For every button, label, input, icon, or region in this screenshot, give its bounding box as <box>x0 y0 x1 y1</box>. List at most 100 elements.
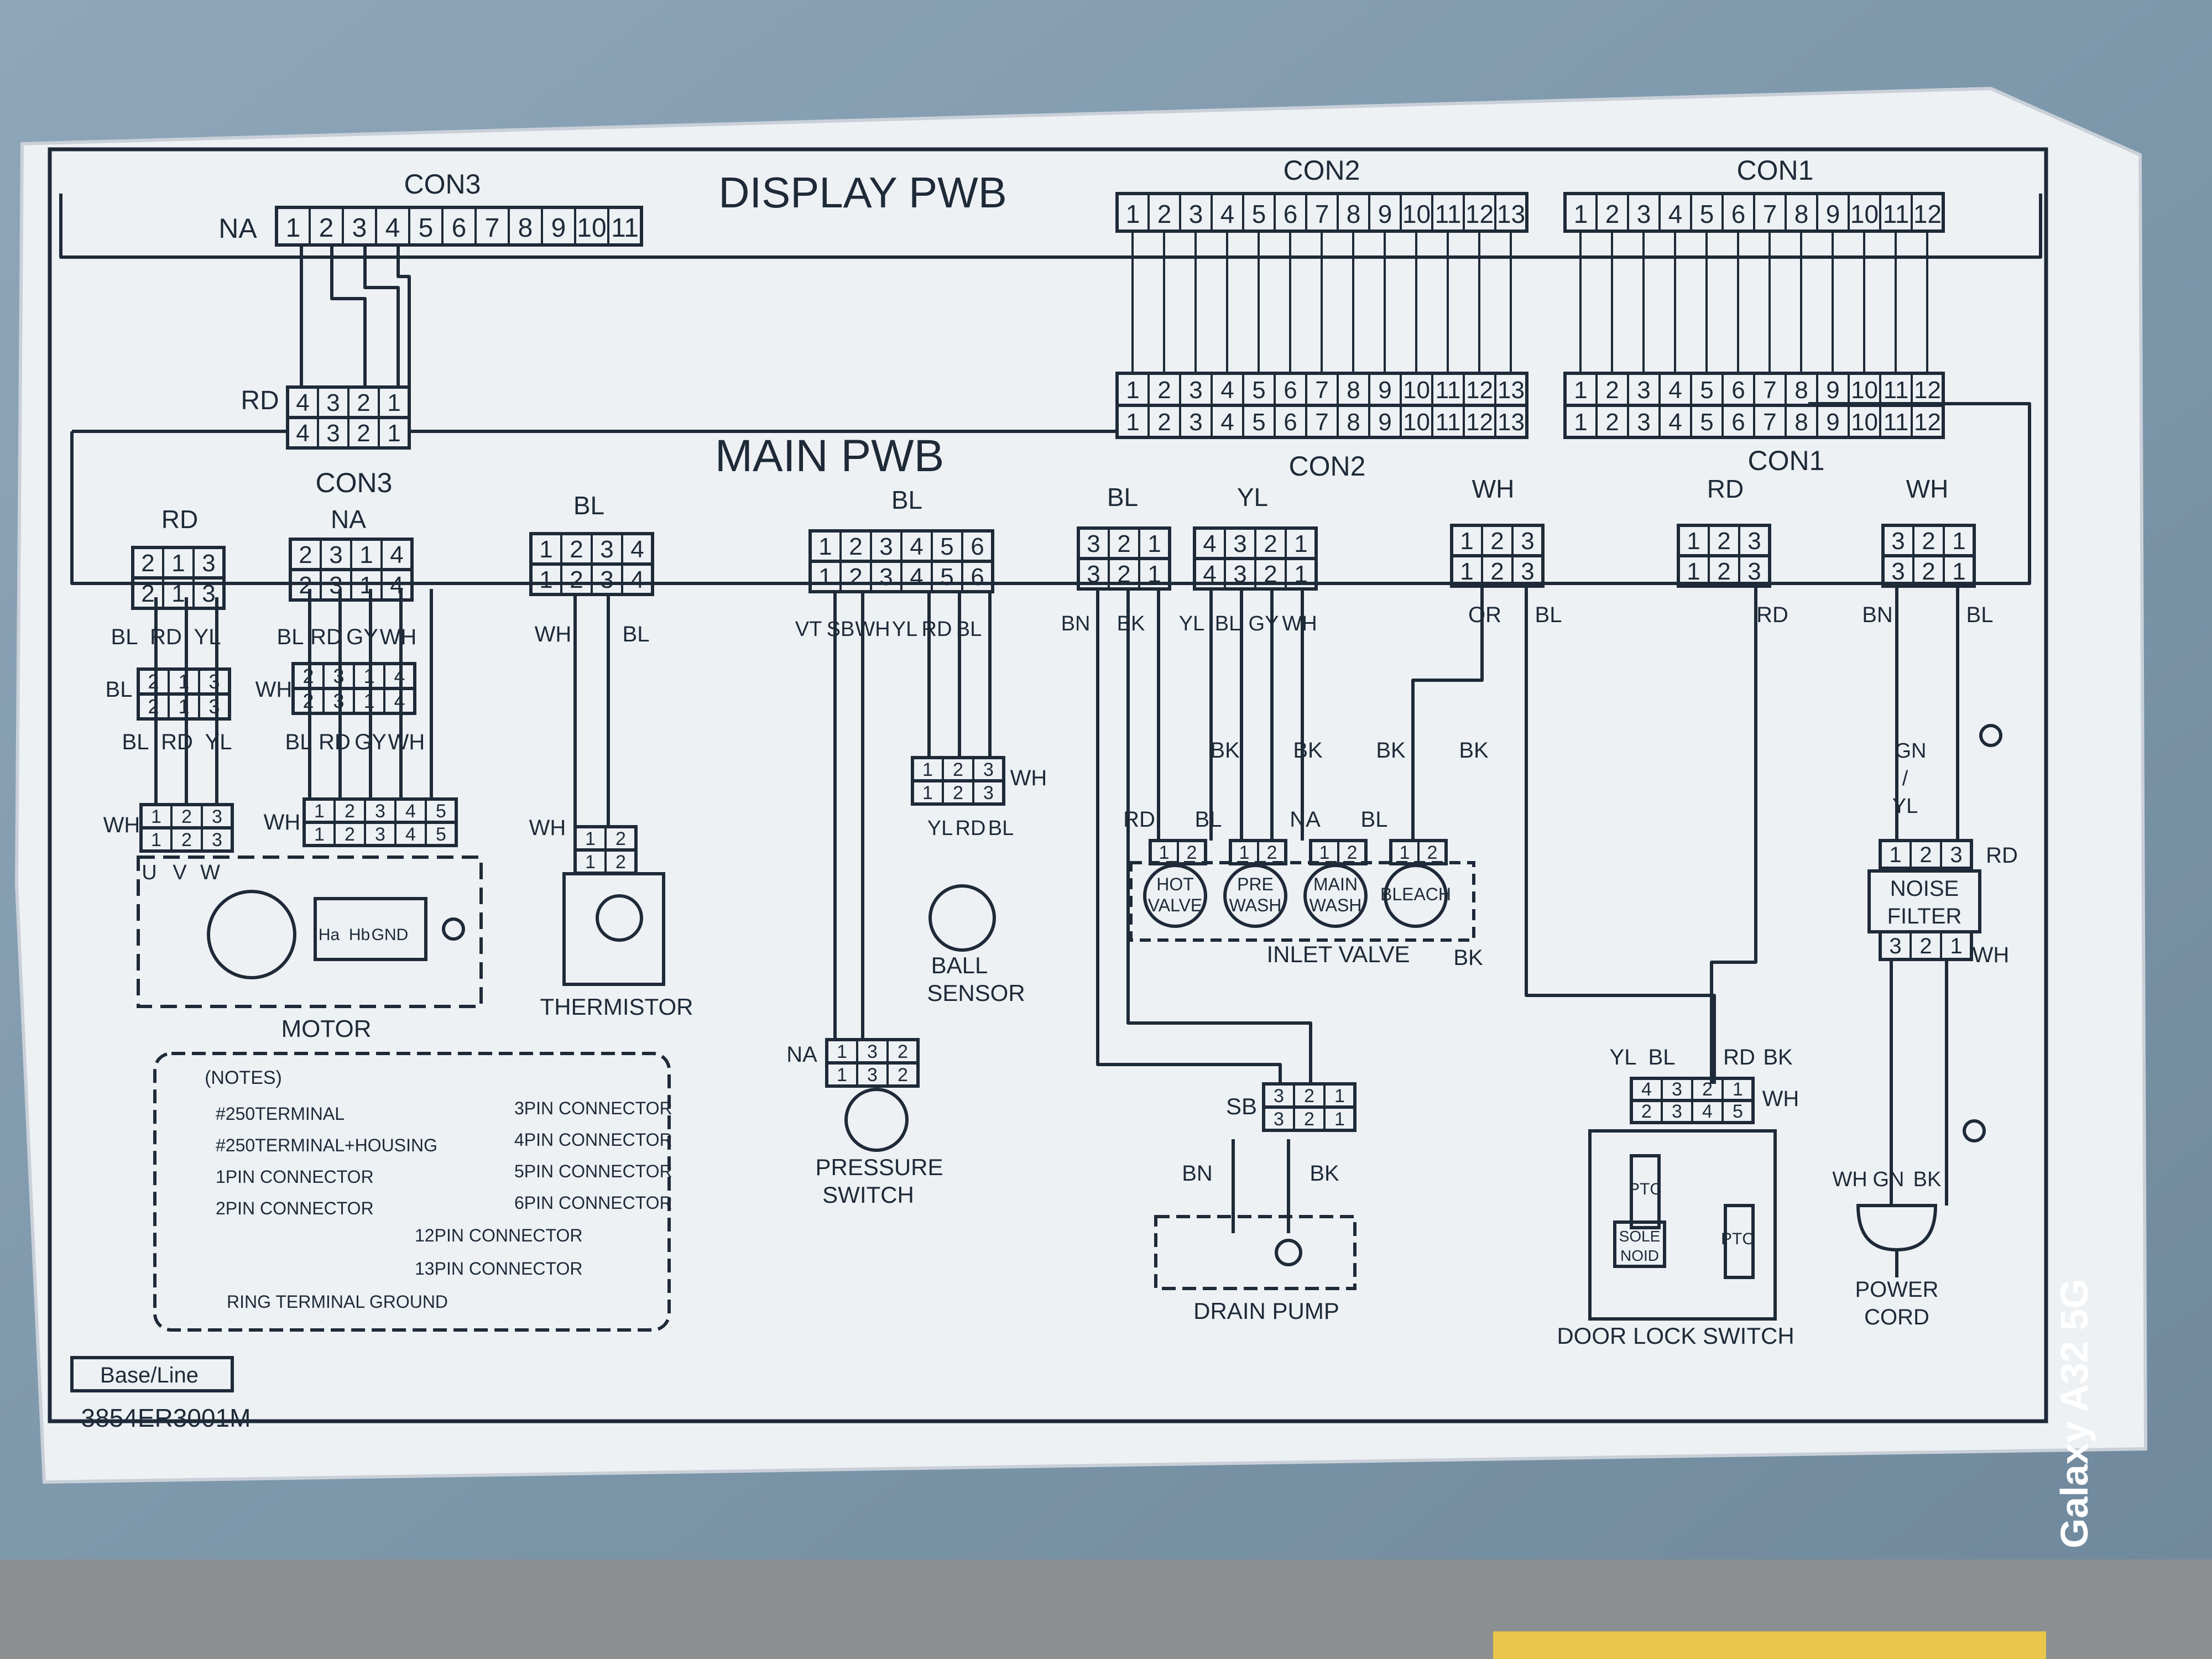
pressure-switch-conn-top-pin-3: 3 <box>867 1041 878 1062</box>
power-conn-color: WH <box>1906 474 1949 503</box>
wh-conn-bottom-pin-1: 1 <box>1460 558 1473 585</box>
main-con1-label: CON1 <box>1748 445 1825 476</box>
display-con3-pin-2: 2 <box>319 213 334 243</box>
wh-conn-wire <box>1525 586 1716 1084</box>
display-con2-label: CON2 <box>1284 155 1360 186</box>
main-con2-bottom-pin-5: 5 <box>1252 409 1265 436</box>
pressure-wire-VT: VT <box>795 618 822 641</box>
main-con2-top-pin-5: 5 <box>1252 377 1265 404</box>
display-con2-pin-2: 2 <box>1157 200 1172 228</box>
motor-label: MOTOR <box>281 1015 372 1042</box>
thermistor-wire-wh: WH <box>535 622 572 646</box>
main-con2-bottom-pin-9: 9 <box>1378 409 1391 436</box>
door-wh-tag: WH <box>1762 1087 1799 1111</box>
rd-conn-top-pin-2: 2 <box>1717 528 1730 555</box>
thermistor-conn2-top-pin-1: 1 <box>585 828 596 849</box>
main-con1-bottom-pin-3: 3 <box>1637 409 1650 436</box>
main-con2-top-pin-4: 4 <box>1220 377 1234 404</box>
thermistor-wh-tag: WH <box>529 816 566 840</box>
main-con1-bottom-pin-4: 4 <box>1668 409 1682 436</box>
display-con2-pin-7: 7 <box>1315 200 1329 228</box>
pressure-conn-top-pin-6: 6 <box>971 533 984 560</box>
ball-wire-BL: BL <box>988 817 1014 840</box>
motor-right-5-bottom-pin-2: 2 <box>345 824 355 845</box>
door-ptc-box <box>1630 1154 1661 1229</box>
main-con1-bottom-pin-5: 5 <box>1700 409 1713 436</box>
motor-left-5-bottom-frame <box>139 826 234 853</box>
main-con1-top-pin-10: 10 <box>1851 377 1878 404</box>
main-con1-bottom-pin-1: 1 <box>1574 409 1587 436</box>
main-con1-top-pin-2: 2 <box>1605 377 1619 404</box>
valve-0-pins-pin-1: 1 <box>1159 842 1170 863</box>
motor-right-5-bottom-pin-4: 4 <box>405 824 416 845</box>
ball-sensor-symbol <box>928 884 996 952</box>
motor-left-wire2-RD: RD <box>161 730 193 754</box>
rd-conn-top-pin-1: 1 <box>1687 528 1700 555</box>
noise-conn-top-pin-3: 3 <box>1950 843 1962 867</box>
drain-wire-bn: BN <box>1182 1161 1213 1186</box>
warning-sticker <box>1493 1631 2046 1659</box>
pressure-conn-top-pin-2: 2 <box>849 533 862 560</box>
main-con2-top-pin-1: 1 <box>1126 377 1139 404</box>
valve-conn-a-color: BL <box>1107 483 1138 512</box>
rd-conn-color: RD <box>1707 474 1744 503</box>
noise-conn-top-pin-1: 1 <box>1889 843 1901 867</box>
pressure-switch-conn-bottom-frame <box>825 1061 920 1088</box>
door-lock-label: DOOR LOCK SWITCH <box>1557 1323 1794 1349</box>
display-con2-pin-12: 12 <box>1465 200 1494 228</box>
valve-1-coil <box>1223 864 1287 928</box>
pressure-switch-conn-top-pin-2: 2 <box>898 1041 908 1062</box>
valve-2-name-1: WASH <box>1310 895 1362 915</box>
valve-2-pins-pin-1: 1 <box>1319 842 1330 863</box>
noise-rd-tag: RD <box>1986 843 2018 868</box>
display-con2-pin-11: 11 <box>1435 200 1462 228</box>
motor-na-conn-top-pin-4: 4 <box>390 541 403 568</box>
main-con1-bottom-pin-6: 6 <box>1731 409 1745 436</box>
motor-left-5-top-pin-3: 3 <box>212 806 222 827</box>
motor-right-5-bottom-pin-5: 5 <box>436 824 446 845</box>
pressure-conn-bottom-pin-2: 2 <box>849 564 862 591</box>
solenoid-box <box>1613 1220 1666 1268</box>
notes-wide-0: 12PIN CONNECTOR <box>415 1225 582 1245</box>
valve-wire-WH: WH <box>1282 612 1317 635</box>
motor-hall-Ha: Ha <box>319 926 340 944</box>
power-conn-top-pin-3: 3 <box>1891 528 1905 555</box>
cord-label-2: CORD <box>1864 1305 1929 1329</box>
valve-3-name-0: BLEACH <box>1380 884 1451 904</box>
noise-conn-bottom-pin-1: 1 <box>1950 934 1962 958</box>
display-con1-pin-8: 8 <box>1794 200 1809 228</box>
valve-inlet-tag-2: NA <box>1290 807 1321 832</box>
power-conn-bottom-pin-1: 1 <box>1952 558 1965 585</box>
display-con3-label: CON3 <box>404 169 481 200</box>
valve-wire-YL: YL <box>1179 612 1204 635</box>
wh-conn-top-pin-2: 2 <box>1490 528 1504 555</box>
door-wire-BL: BL <box>1648 1045 1676 1070</box>
door-conn-bottom-pin-5: 5 <box>1733 1101 1743 1122</box>
thermistor-conn-top-pin-4: 4 <box>630 536 644 563</box>
main-con1-bottom-pin-7: 7 <box>1763 409 1776 436</box>
noise-gn: GN <box>1895 739 1927 763</box>
rd-conn-wire <box>1710 586 1757 1084</box>
display-con1-pin-12: 12 <box>1913 200 1942 228</box>
door-conn-top-pin-3: 3 <box>1672 1079 1682 1100</box>
motor-right-5-top-pin-3: 3 <box>375 801 385 822</box>
rd-conn-wire: RD <box>1756 603 1788 627</box>
display-con1-pin-5: 5 <box>1700 200 1714 228</box>
main-con2-bottom-pin-4: 4 <box>1220 409 1234 436</box>
door-wire-BK: BK <box>1763 1045 1793 1070</box>
valve-conn-b-bottom-pin-1: 1 <box>1294 561 1307 588</box>
main-con2-bottom-pin-13: 13 <box>1498 409 1525 436</box>
ball-conn-bottom-frame <box>911 779 1005 806</box>
drain-sb-tag: SB <box>1226 1093 1257 1119</box>
drain-conn-bottom-pin-1: 1 <box>1334 1109 1345 1130</box>
pressure-color: BL <box>891 486 922 514</box>
notes-right-0: 3PIN CONNECTOR <box>514 1098 672 1118</box>
drain-conn-top-pin-2: 2 <box>1304 1086 1314 1107</box>
ground-symbol-top <box>1979 724 2002 747</box>
wh-conn-bottom-pin-3: 3 <box>1521 558 1534 585</box>
motor-left-5-bottom-pin-3: 3 <box>212 830 222 851</box>
main-con1-bottom-pin-11: 11 <box>1884 409 1909 436</box>
motor-right-5-top-pin-4: 4 <box>405 801 416 822</box>
valve-3-coil <box>1384 864 1448 928</box>
main-con2-bottom-pin-1: 1 <box>1126 409 1139 436</box>
